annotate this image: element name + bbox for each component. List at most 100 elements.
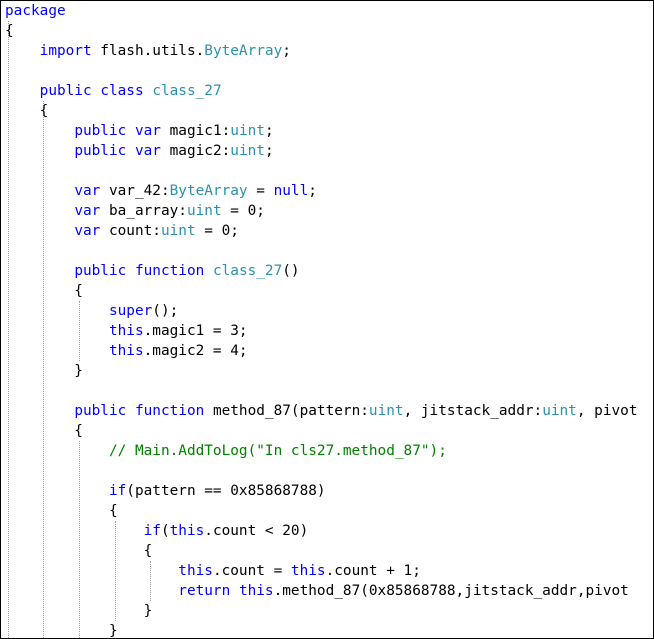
code-token: }	[5, 623, 118, 639]
code-line[interactable]: public function method_87(pattern:uint, …	[5, 401, 638, 421]
code-token	[126, 263, 135, 279]
code-token	[230, 583, 239, 599]
keyword-token: var	[134, 123, 161, 139]
code-token	[5, 523, 144, 539]
code-token	[5, 223, 74, 239]
code-line[interactable]: public class class_27	[5, 81, 638, 101]
code-line[interactable]: }	[5, 621, 638, 639]
code-line[interactable]: public var magic2:uint;	[5, 141, 638, 161]
code-token	[5, 43, 40, 59]
keyword-token: public	[39, 83, 92, 99]
type-token: class_27	[152, 83, 222, 99]
code-token: ba_array:	[100, 203, 187, 219]
code-line[interactable]: // Main.AddToLog("In cls27.method_87");	[5, 441, 638, 461]
code-token: var_42:	[100, 183, 170, 199]
code-token	[5, 83, 40, 99]
code-line[interactable]: }	[5, 361, 638, 381]
type-token: uint	[542, 403, 577, 419]
code-token: {	[5, 503, 118, 519]
code-token	[5, 263, 74, 279]
code-lines: package{ import flash.utils.ByteArray; p…	[5, 1, 638, 639]
code-token	[5, 143, 74, 159]
type-token: uint	[160, 223, 196, 239]
keyword-token: import	[39, 43, 92, 59]
code-token: .count < 20)	[204, 523, 309, 539]
code-line[interactable]	[5, 381, 638, 401]
code-line[interactable]: {	[5, 21, 638, 41]
code-token: flash.utils.	[91, 43, 205, 59]
code-line[interactable]	[5, 241, 638, 261]
code-line[interactable]	[5, 461, 638, 481]
code-token: (	[160, 523, 170, 539]
code-line[interactable]: if(pattern == 0x85868788)	[5, 481, 638, 501]
code-line[interactable]	[5, 61, 638, 81]
code-token: , jitstack_addr:	[403, 403, 543, 419]
type-token: ByteArray	[169, 183, 248, 199]
code-token: .magic2 = 4;	[143, 343, 248, 359]
code-line[interactable]: return this.method_87(0x85868788,jitstac…	[5, 581, 638, 601]
code-line[interactable]: public function class_27()	[5, 261, 638, 281]
code-line[interactable]: {	[5, 541, 638, 561]
type-token: class_27	[212, 263, 283, 279]
code-line[interactable]: import flash.utils.ByteArray;	[5, 41, 638, 61]
code-line[interactable]: {	[5, 101, 638, 121]
code-line[interactable]: this.magic2 = 4;	[5, 341, 638, 361]
code-line[interactable]: var ba_array:uint = 0;	[5, 201, 638, 221]
code-token: {	[5, 543, 153, 559]
code-line[interactable]: this.magic1 = 3;	[5, 321, 638, 341]
keyword-token: this	[290, 563, 326, 579]
code-token	[144, 83, 153, 99]
code-line[interactable]: package	[5, 1, 638, 21]
keyword-token: public	[74, 123, 127, 139]
code-token: (pattern == 0x85868788)	[126, 483, 326, 499]
code-line[interactable]: {	[5, 281, 638, 301]
keyword-token: class	[100, 83, 144, 99]
code-token	[5, 323, 109, 339]
type-token: uint	[230, 123, 265, 139]
code-token	[5, 343, 109, 359]
code-token	[5, 443, 109, 459]
keyword-token: function	[134, 263, 205, 279]
code-line[interactable]: if(this.count < 20)	[5, 521, 638, 541]
keyword-token: public	[74, 263, 127, 279]
type-token: uint	[368, 403, 404, 419]
code-token: {	[5, 103, 49, 119]
code-token	[126, 123, 135, 139]
code-token: .magic1 = 3;	[143, 323, 248, 339]
code-token	[5, 183, 74, 199]
code-token	[92, 83, 101, 99]
keyword-token: return	[178, 583, 231, 599]
code-line[interactable]: super();	[5, 301, 638, 321]
code-token: ;	[282, 43, 291, 59]
keyword-token: this	[178, 563, 213, 579]
code-line[interactable]: }	[5, 601, 638, 621]
code-token: magic1:	[160, 123, 231, 139]
code-token	[126, 143, 135, 159]
code-line[interactable]: public var magic1:uint;	[5, 121, 638, 141]
code-line[interactable]: {	[5, 501, 638, 521]
code-token: method_87(pattern:	[204, 403, 369, 419]
code-line[interactable]: var count:uint = 0;	[5, 221, 638, 241]
keyword-token: public	[74, 143, 127, 159]
keyword-token: var	[74, 203, 101, 219]
code-token: ;	[264, 123, 274, 139]
code-token: }	[5, 363, 83, 379]
code-token: count:	[100, 223, 161, 239]
code-token	[5, 583, 178, 599]
code-token: , pivot	[576, 403, 638, 419]
code-token: = 0;	[195, 223, 239, 239]
keyword-token: var	[134, 143, 161, 159]
code-token	[5, 303, 109, 319]
code-line[interactable]	[5, 161, 638, 181]
keyword-token: var	[74, 183, 101, 199]
keyword-token: this	[169, 523, 205, 539]
code-line[interactable]: this.count = this.count + 1;	[5, 561, 638, 581]
code-token	[5, 123, 74, 139]
code-line[interactable]: {	[5, 421, 638, 441]
keyword-token: null	[273, 183, 309, 199]
keyword-token: package	[5, 3, 66, 19]
code-line[interactable]: var var_42:ByteArray = null;	[5, 181, 638, 201]
keyword-token: this	[108, 323, 144, 339]
keyword-token: function	[134, 403, 205, 419]
